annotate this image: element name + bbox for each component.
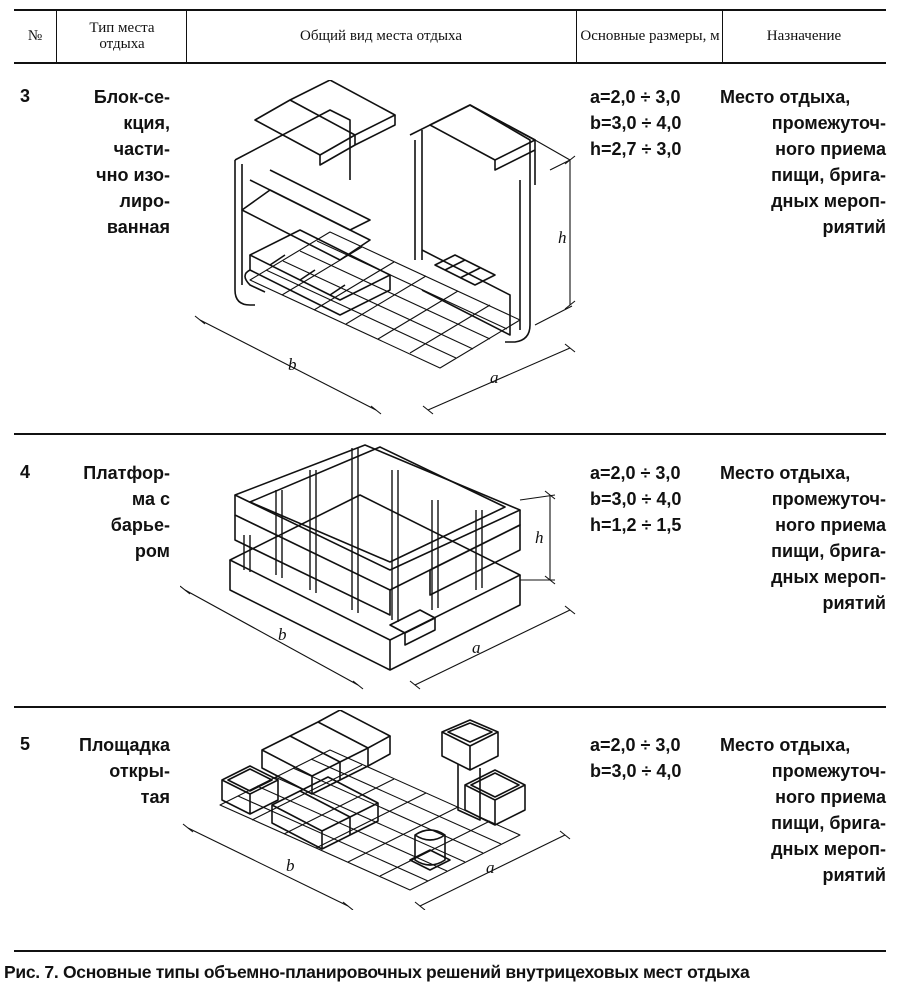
purpose-line: риятий: [822, 593, 886, 613]
size-line: b=3,0 ÷ 4,0: [590, 489, 682, 509]
table-header-rule: [14, 62, 886, 64]
header-main-sizes: Основные размеры, м: [580, 28, 720, 44]
purpose-line: риятий: [822, 217, 886, 237]
rest-type-line: ванная: [106, 217, 170, 237]
rest-type-line: кция,: [123, 113, 170, 133]
size-line: b=3,0 ÷ 4,0: [590, 761, 682, 781]
platform-barrier-drawing: b a h: [180, 440, 580, 700]
dimension-label-b: b: [278, 625, 287, 644]
rest-type-line: части-: [113, 139, 170, 159]
rest-type-line: чно изо-: [96, 165, 170, 185]
header-rest-type: Тип места отдыха: [89, 20, 155, 52]
rest-type-line: ма с: [131, 489, 170, 509]
dimension-label-b: b: [288, 355, 297, 374]
rest-type-line: Блок-се-: [93, 87, 170, 107]
dimension-label-h: h: [535, 528, 544, 547]
purpose-line: промежуточ-: [771, 489, 886, 509]
dimension-label-h: h: [558, 228, 567, 247]
rest-type: Площадка откры- тая: [62, 732, 170, 810]
rest-type-line: лиро-: [119, 191, 170, 211]
rest-type-line: тая: [140, 787, 170, 807]
purpose-line: пищи, брига-: [771, 541, 886, 561]
purpose-line: Место отдыха,: [720, 463, 851, 483]
column-divider: [722, 9, 723, 62]
column-divider: [56, 9, 57, 62]
purpose-line: риятий: [822, 865, 886, 885]
row-number: 3: [20, 86, 31, 106]
purpose-line: дных мероп-: [771, 191, 886, 211]
purpose-line: пищи, брига-: [771, 813, 886, 833]
row-divider: [14, 433, 886, 435]
dimension-label-b: b: [286, 856, 295, 875]
size-line: a=2,0 ÷ 3,0: [590, 463, 681, 483]
purpose-line: Место отдыха,: [720, 87, 851, 107]
purpose: Место отдыха, промежуточ- ного приема пи…: [720, 732, 886, 888]
main-sizes: a=2,0 ÷ 3,0 b=3,0 ÷ 4,0 h=1,2 ÷ 1,5: [590, 460, 681, 538]
size-line: a=2,0 ÷ 3,0: [590, 87, 681, 107]
column-divider: [576, 9, 577, 62]
size-line: b=3,0 ÷ 4,0: [590, 113, 682, 133]
purpose: Место отдыха, промежуточ- ного приема пи…: [720, 460, 886, 616]
purpose-line: пищи, брига-: [771, 165, 886, 185]
purpose-line: дных мероп-: [771, 567, 886, 587]
purpose-line: Место отдыха,: [720, 735, 851, 755]
purpose: Место отдыха, промежуточ- ного приема пи…: [720, 84, 886, 240]
size-line: h=1,2 ÷ 1,5: [590, 515, 682, 535]
rest-type-line: ром: [134, 541, 170, 561]
header-number: №: [27, 28, 43, 44]
header-purpose: Назначение: [766, 28, 842, 44]
rest-type-line: Площадка: [79, 735, 170, 755]
main-sizes: a=2,0 ÷ 3,0 b=3,0 ÷ 4,0: [590, 732, 681, 784]
dimension-label-a: a: [472, 638, 481, 657]
main-sizes: a=2,0 ÷ 3,0 b=3,0 ÷ 4,0 h=2,7 ÷ 3,0: [590, 84, 681, 162]
purpose-line: промежуточ-: [771, 761, 886, 781]
rest-type: Платфор- ма с барье- ром: [62, 460, 170, 564]
purpose-line: ного приема: [775, 139, 886, 159]
rest-type: Блок-се- кция, части- чно изо- лиро- ван…: [62, 84, 170, 240]
rest-type-line: Платфор-: [83, 463, 170, 483]
purpose-line: ного приема: [775, 787, 886, 807]
column-divider: [186, 9, 187, 62]
rest-type-line: откры-: [109, 761, 170, 781]
block-section-drawing: b a h: [190, 80, 580, 425]
row-divider: [14, 706, 886, 708]
open-area-drawing: b a: [180, 710, 580, 910]
purpose-line: дных мероп-: [771, 839, 886, 859]
purpose-line: ного приема: [775, 515, 886, 535]
purpose-line: промежуточ-: [771, 113, 886, 133]
size-line: a=2,0 ÷ 3,0: [590, 735, 681, 755]
table-bottom-rule: [14, 950, 886, 952]
dimension-label-a: a: [490, 368, 499, 387]
rest-type-line: барье-: [110, 515, 170, 535]
size-line: h=2,7 ÷ 3,0: [590, 139, 682, 159]
row-number: 4: [20, 462, 31, 482]
table-top-rule: [14, 9, 886, 11]
figure-caption: Рис. 7. Основные типы объемно-планировоч…: [4, 962, 750, 982]
row-number: 5: [20, 734, 31, 754]
dimension-label-a: a: [486, 858, 495, 877]
header-general-view: Общий вид места отдыха: [300, 28, 462, 44]
